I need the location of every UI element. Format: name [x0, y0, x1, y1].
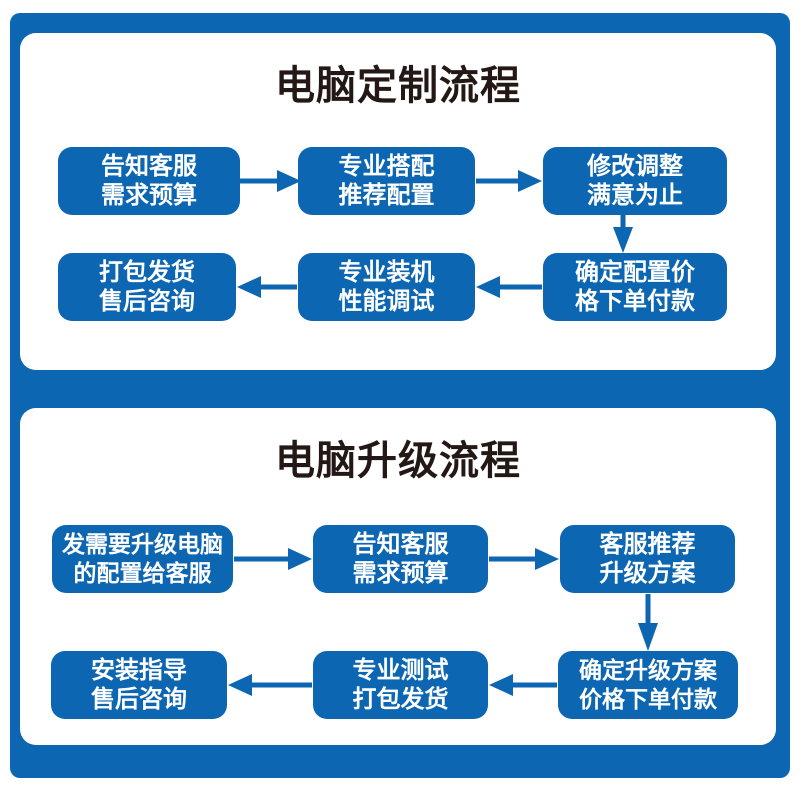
arrow-shaft — [240, 178, 281, 184]
arrow-down-icon — [613, 215, 633, 253]
step-label: 安装指导 售后咨询 — [91, 657, 187, 713]
arrow-right-icon — [476, 169, 542, 193]
arrow-shaft — [620, 215, 626, 229]
arrow-head — [535, 548, 559, 570]
arrow-left-icon — [237, 275, 297, 299]
step-label: 打包发货 售后咨询 — [99, 259, 195, 315]
arrow-shaft — [645, 594, 651, 625]
step-inform-service-budget: 告知客服 需求预算 — [313, 525, 488, 593]
arrow-right-icon — [489, 547, 559, 571]
arrow-shaft — [257, 284, 297, 290]
step-label: 客服推荐 升级方案 — [599, 531, 696, 587]
step-label: 确定升级方案 价格下单付款 — [579, 657, 717, 712]
arrow-down-icon — [638, 594, 658, 651]
step-label: 专业装机 性能调试 — [338, 259, 435, 315]
arrow-head — [288, 548, 312, 570]
step-pro-test-ship: 专业测试 打包发货 — [313, 651, 488, 719]
step-label: 告知客服 需求预算 — [352, 531, 449, 587]
arrow-shaft — [496, 284, 542, 290]
arrow-head — [237, 276, 261, 298]
step-label: 专业测试 打包发货 — [352, 657, 449, 713]
step-install-guide-aftersales: 安装指导 售后咨询 — [51, 651, 227, 719]
step-adjust-until-satisfied: 修改调整 满意为止 — [543, 147, 727, 215]
arrow-left-icon — [489, 673, 557, 697]
step-confirm-upgrade-pay: 确定升级方案 价格下单付款 — [558, 651, 738, 719]
step-send-config-to-service: 发需要升级电脑 的配置给客服 — [52, 525, 233, 593]
arrow-shaft — [476, 178, 522, 184]
step-pro-match-config: 专业搭配 推荐配置 — [298, 147, 475, 215]
arrow-right-icon — [240, 169, 301, 193]
arrow-shaft — [509, 682, 557, 688]
step-assemble-and-tune: 专业装机 性能调试 — [298, 253, 475, 321]
arrow-head — [638, 623, 658, 651]
step-inform-service-budget: 告知客服 需求预算 — [58, 147, 240, 215]
step-label: 修改调整 满意为止 — [587, 153, 683, 209]
step-ship-aftersales: 打包发货 售后咨询 — [58, 253, 236, 321]
arrow-right-icon — [234, 547, 312, 571]
arrow-head — [518, 170, 542, 192]
arrow-head — [277, 170, 301, 192]
panel-upgrade-title: 电脑升级流程 — [275, 439, 521, 483]
step-label: 告知客服 需求预算 — [101, 153, 197, 209]
arrow-head — [228, 674, 252, 696]
arrow-shaft — [489, 556, 539, 562]
arrow-left-icon — [476, 275, 542, 299]
arrow-head — [489, 674, 513, 696]
step-label: 专业搭配 推荐配置 — [338, 153, 435, 209]
arrow-shaft — [248, 682, 312, 688]
arrow-head — [476, 276, 500, 298]
arrow-shaft — [234, 556, 292, 562]
step-confirm-price-pay: 确定配置价 格下单付款 — [543, 253, 727, 321]
step-label: 发需要升级电脑 的配置给客服 — [62, 531, 223, 586]
step-service-recommend-upgrade: 客服推荐 升级方案 — [560, 525, 735, 593]
panel-customization-title: 电脑定制流程 — [275, 64, 521, 108]
step-label: 确定配置价 格下单付款 — [575, 259, 695, 315]
arrow-head — [613, 227, 633, 253]
arrow-left-icon — [228, 673, 312, 697]
